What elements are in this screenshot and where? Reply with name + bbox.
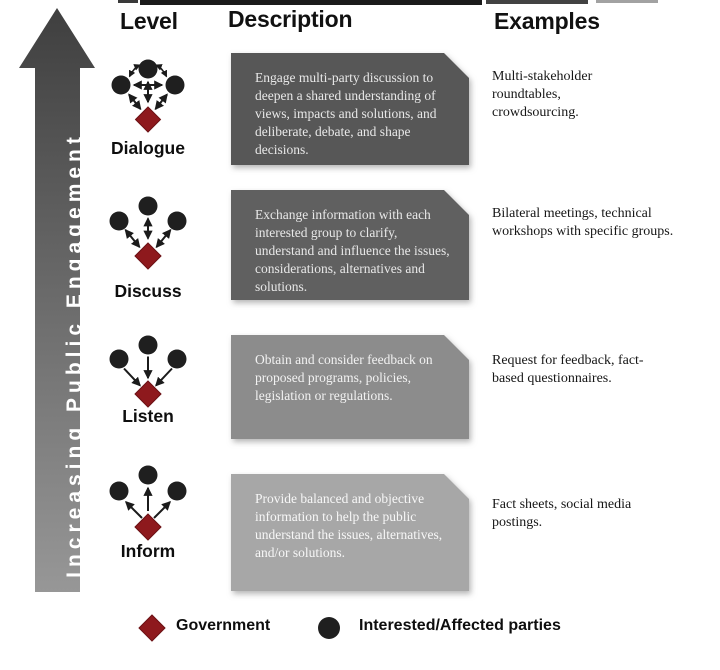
examples-text-discuss: Bilateral meetings, technical workshops …	[492, 206, 674, 240]
level-label-listen: Listen	[122, 406, 174, 426]
column-header-examples: Examples	[494, 8, 600, 34]
up-arrow-shape	[19, 8, 95, 592]
description-text-inform: Provide balanced and objective informati…	[231, 474, 469, 591]
description-text-dialogue: Engage multi-party discussion to deepen …	[231, 53, 469, 165]
cropped-text-remnant	[140, 0, 482, 5]
legend-label-parties: Interested/Affected parties	[359, 617, 561, 634]
cropped-text-remnant	[486, 0, 588, 4]
inform-icon	[109, 465, 187, 541]
listen-icon	[109, 335, 187, 408]
column-header-description: Description	[228, 6, 353, 32]
description-text-discuss: Exchange information with each intereste…	[231, 190, 469, 300]
dialogue-icon	[111, 59, 185, 133]
cropped-text-remnant	[118, 0, 138, 3]
level-label-discuss: Discuss	[114, 281, 182, 301]
arrow-axis-label: Increasing Public Engagement	[63, 132, 86, 578]
description-box-discuss: Exchange information with each intereste…	[231, 190, 469, 300]
description-box-listen: Obtain and consider feedback on proposed…	[231, 335, 469, 439]
level-label-dialogue: Dialogue	[111, 138, 185, 158]
discuss-icon	[109, 196, 187, 270]
interested-parties-circle-icon	[318, 617, 340, 639]
examples-text-inform: Fact sheets, social media postings.	[492, 497, 632, 531]
legend-label-government: Government	[176, 617, 271, 634]
government-diamond-icon	[138, 614, 166, 642]
level-label-inform: Inform	[120, 541, 176, 561]
description-box-dialogue: Engage multi-party discussion to deepen …	[231, 53, 469, 165]
increasing-engagement-arrow: Increasing Public Engagement	[18, 8, 98, 592]
examples-text-listen: Request for feedback, fact-based questio…	[492, 353, 644, 387]
description-box-inform: Provide balanced and objective informati…	[231, 474, 469, 591]
cropped-text-remnant	[596, 0, 658, 3]
description-text-listen: Obtain and consider feedback on proposed…	[231, 335, 469, 439]
column-header-level: Level	[120, 8, 178, 34]
examples-text-dialogue: Multi-stakeholder roundtables, crowdsour…	[492, 69, 593, 121]
